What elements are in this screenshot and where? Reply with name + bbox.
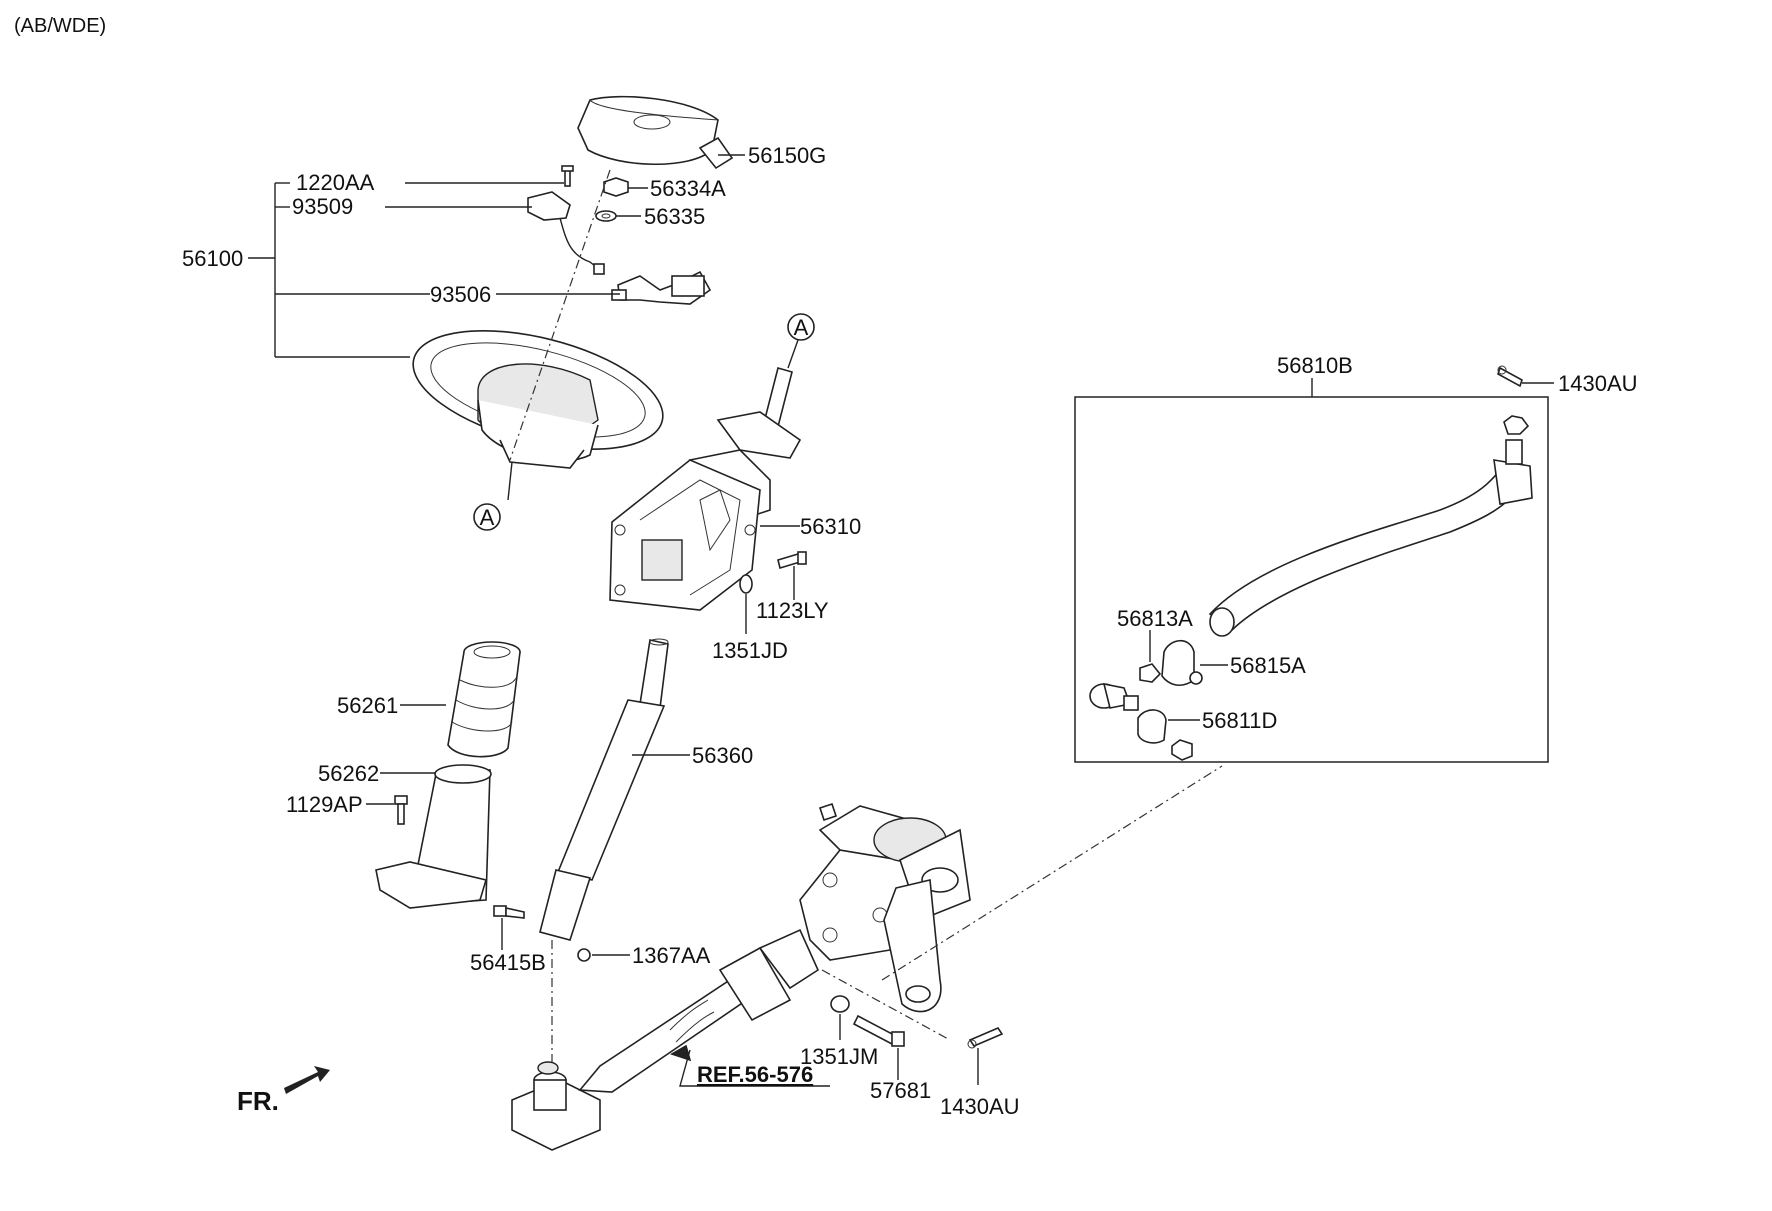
horn-contact-93506[interactable] — [611, 270, 712, 305]
bolt-1123LY[interactable] — [777, 551, 807, 570]
spring-seat-56815A[interactable] — [1161, 639, 1203, 687]
label-93509: 93509 — [292, 194, 353, 219]
steering-wheel[interactable] — [401, 309, 675, 472]
svg-text:A: A — [794, 315, 809, 340]
label-56811D: 56811D — [1202, 708, 1277, 733]
label-1123LY: 1123LY — [756, 598, 829, 623]
airbag-module[interactable] — [577, 95, 734, 170]
label-93506: 93506 — [430, 282, 491, 307]
intermediate-shaft-56360[interactable] — [539, 638, 669, 941]
svg-text:A: A — [480, 505, 495, 530]
washer-1351JM[interactable] — [830, 995, 850, 1013]
ref-marker-a-top: A — [787, 313, 815, 341]
cotter-pin-1430AU-bottom[interactable] — [967, 1027, 1004, 1049]
washer-1351JD[interactable] — [739, 574, 753, 594]
dust-boot-56261[interactable] — [447, 641, 521, 758]
label-56810B: 56810B — [1277, 353, 1353, 378]
drag-link-axis — [821, 765, 1223, 1041]
label-1367AA: 1367AA — [632, 943, 711, 968]
label-56813A: 56813A — [1117, 606, 1193, 631]
label-56815A: 56815A — [1230, 653, 1306, 678]
drag-link-56810B[interactable] — [1208, 415, 1533, 637]
ref-callout — [670, 1044, 830, 1087]
pitman-arm[interactable] — [883, 879, 942, 1013]
label-1129AP: 1129AP — [286, 792, 363, 817]
column-cover-56262[interactable] — [375, 764, 492, 909]
label-56415B: 56415B — [470, 950, 546, 975]
lower-joint-base[interactable] — [511, 1061, 601, 1151]
ball-stud-56811D[interactable] — [1089, 682, 1193, 761]
lower-steering-shaft[interactable] — [578, 928, 820, 1093]
steering-wheel-nut[interactable] — [603, 177, 629, 197]
label-1220AA: 1220AA — [296, 170, 375, 195]
nut-1367AA[interactable] — [577, 948, 591, 962]
label-1351JM: 1351JM — [800, 1044, 878, 1069]
wheel-axis-line — [509, 169, 611, 461]
assembly-bracket-56100 — [248, 182, 430, 358]
label-1351JD: 1351JD — [712, 638, 788, 663]
front-direction-label: FR. — [237, 1086, 279, 1116]
label-56262: 56262 — [318, 761, 379, 786]
washer-56335[interactable] — [595, 210, 617, 222]
label-56335: 56335 — [644, 204, 705, 229]
ball-seat-56813A[interactable] — [1139, 663, 1162, 683]
screw-1220AA[interactable] — [561, 165, 574, 187]
label-56150G: 56150G — [748, 143, 826, 168]
bolt-56415B[interactable] — [493, 905, 525, 919]
label-56310: 56310 — [800, 514, 861, 539]
label-56334A: 56334A — [650, 176, 726, 201]
label-57681: 57681 — [870, 1078, 931, 1103]
steering-gearbox[interactable] — [799, 802, 971, 961]
cotter-pin-1430AU-top[interactable] — [1497, 365, 1523, 388]
ref-marker-a-wheel: A — [473, 503, 501, 531]
steering-column-56310[interactable] — [609, 367, 802, 611]
label-1430AU-top: 1430AU — [1558, 371, 1638, 396]
switch-93509[interactable] — [527, 191, 605, 275]
bolt-57681[interactable] — [852, 1014, 905, 1047]
front-direction-arrow — [284, 1066, 330, 1094]
variant-code: (AB/WDE) — [14, 15, 106, 37]
ref-label[interactable]: REF.56-576 — [697, 1062, 813, 1087]
bolt-1129AP[interactable] — [394, 795, 408, 825]
label-56360: 56360 — [692, 743, 753, 768]
label-56100: 56100 — [182, 246, 243, 271]
label-56261: 56261 — [337, 693, 398, 718]
label-1430AU-bottom: 1430AU — [940, 1094, 1020, 1119]
